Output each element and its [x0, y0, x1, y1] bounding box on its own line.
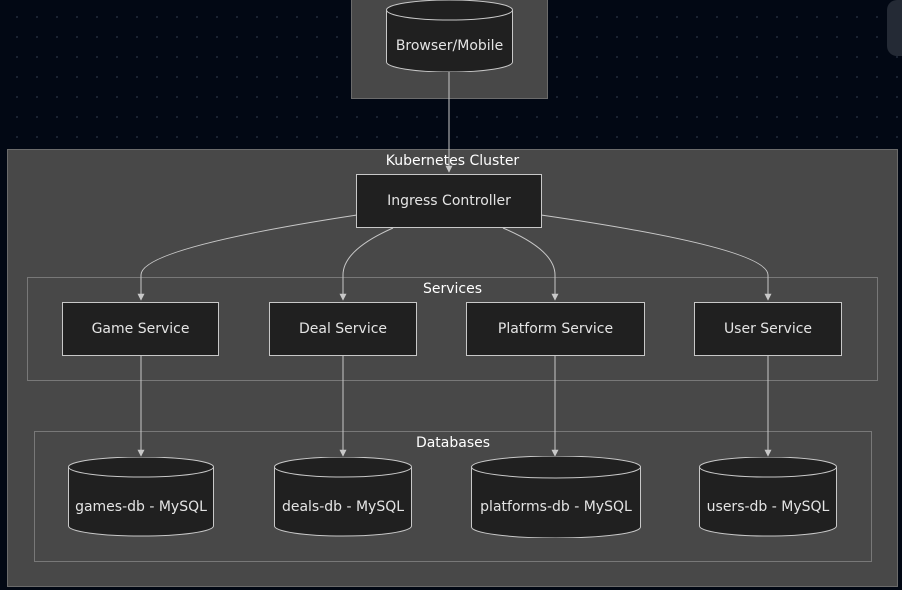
browser-mobile-node: Browser/Mobile	[386, 0, 513, 72]
edge-ingress-deal	[339, 227, 394, 301]
browser-mobile-label: Browser/Mobile	[395, 38, 504, 54]
cylinder-shape	[386, 0, 513, 72]
cluster-title: Kubernetes Cluster	[385, 153, 520, 169]
platforms-db-label: platforms-db - MySQL	[480, 499, 632, 515]
games-db-label: games-db - MySQL	[75, 499, 207, 515]
cylinder-shape	[274, 457, 412, 537]
ingress-controller-node: Ingress Controller	[356, 174, 542, 228]
users-db-node: users-db - MySQL	[699, 457, 837, 537]
deal-service-node: Deal Service	[269, 302, 417, 356]
deals-db-node: deals-db - MySQL	[274, 457, 412, 537]
cylinder-shape	[471, 456, 641, 538]
edge-ingress-user	[540, 214, 772, 301]
user-service-node: User Service	[694, 302, 842, 356]
databases-group: Databases	[34, 431, 872, 562]
deals-db-label: deals-db - MySQL	[281, 499, 405, 515]
databases-title: Databases	[415, 435, 491, 451]
corner-panel	[887, 0, 902, 56]
edge-ingress-game	[137, 214, 358, 301]
services-group: Services	[27, 277, 878, 381]
cylinder-shape	[68, 457, 214, 537]
users-db-label: users-db - MySQL	[706, 499, 830, 515]
services-title: Services	[422, 281, 483, 297]
games-db-node: games-db - MySQL	[68, 457, 214, 537]
game-service-node: Game Service	[62, 302, 219, 356]
platform-service-node: Platform Service	[466, 302, 645, 356]
platforms-db-node: platforms-db - MySQL	[471, 456, 641, 538]
cylinder-shape	[699, 457, 837, 537]
edge-ingress-platform	[502, 227, 559, 301]
